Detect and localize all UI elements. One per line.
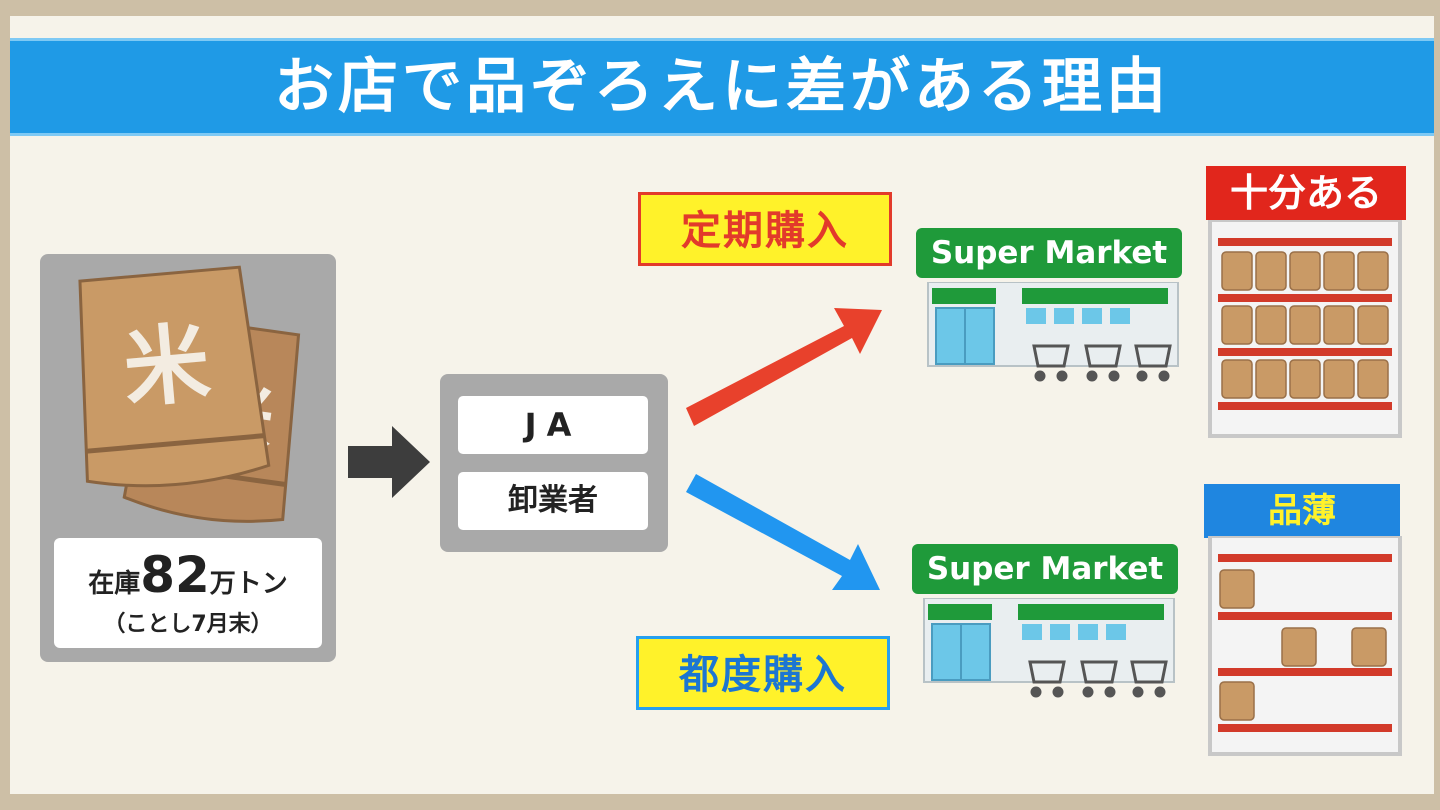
stock-note: （ことし7月末） bbox=[103, 612, 273, 637]
rice-bags-icon: 米 米 bbox=[78, 265, 301, 523]
board: お店で品ぞろえに差がある理由 米 米 在庫82万トン （ことし7月末） bbox=[10, 16, 1434, 794]
supplier-panel: JA 卸業者 bbox=[440, 374, 668, 552]
shelf-label-plenty: 十分ある bbox=[1206, 166, 1406, 220]
supermarket-icon bbox=[927, 282, 1179, 382]
label-each-purchase: 都度購入 bbox=[636, 636, 890, 710]
label-regular-purchase: 定期購入 bbox=[638, 192, 892, 266]
cart-icon bbox=[1032, 344, 1172, 382]
stock-amount: 82 bbox=[140, 546, 210, 604]
blue-arrow-icon bbox=[686, 474, 880, 590]
stock-unit: 万トン bbox=[209, 569, 288, 599]
empty-shelf-icon bbox=[1208, 536, 1402, 756]
supermarket-icon bbox=[923, 598, 1175, 698]
arrow-right-icon bbox=[348, 426, 430, 498]
rice-stock-panel: 米 米 在庫82万トン （ことし7月末） bbox=[40, 254, 336, 662]
red-arrow-icon bbox=[686, 308, 882, 426]
full-shelf-icon bbox=[1208, 220, 1402, 438]
stock-label: 在庫82万トン （ことし7月末） bbox=[54, 538, 322, 648]
cart-icon bbox=[1028, 660, 1168, 698]
bag-char: 米 bbox=[120, 313, 214, 420]
title-bar: お店で品ぞろえに差がある理由 bbox=[10, 38, 1434, 136]
shelf-label-shortage: 品薄 bbox=[1204, 484, 1400, 538]
page-title: お店で品ぞろえに差がある理由 bbox=[274, 52, 1170, 122]
supermarket-sign: Super Market bbox=[916, 228, 1182, 278]
supermarket-sign: Super Market bbox=[912, 544, 1178, 594]
supplier-wholesaler: 卸業者 bbox=[458, 472, 648, 530]
supplier-ja: JA bbox=[458, 396, 648, 454]
stock-prefix: 在庫 bbox=[88, 569, 141, 599]
